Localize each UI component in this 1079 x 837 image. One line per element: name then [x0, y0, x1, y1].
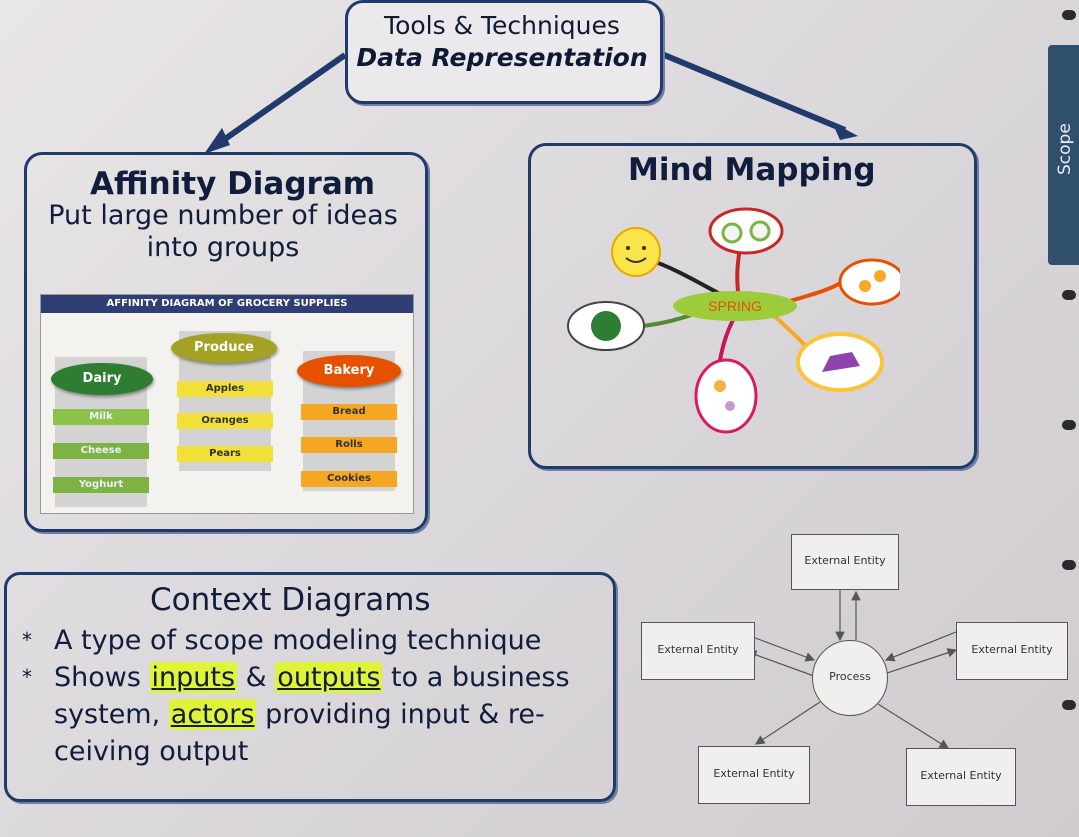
binder-ring [1062, 700, 1076, 710]
highlight-inputs: inputs [149, 662, 238, 693]
bullet-2-line-2-pre: system, [54, 699, 161, 730]
bakery-item: Cookies [301, 471, 397, 487]
affinity-chart-title: AFFINITY DIAGRAM OF GROCERY SUPPLIES [41, 295, 413, 313]
produce-item: Apples [177, 381, 273, 397]
external-entity-bottom-left: External Entity [698, 746, 810, 804]
mind-map-center-label: SPRING [708, 298, 762, 314]
bullet-2-line-2: system, actors providing input & re- [22, 696, 570, 733]
highlight-actors: actors [168, 699, 257, 730]
dairy-group-label: Dairy [51, 363, 153, 395]
highlight-outputs: outputs [275, 662, 383, 693]
bullet-2-line-3-text: ceiving output [54, 736, 249, 767]
affinity-heading: Affinity Diagram [90, 166, 376, 202]
bullet-2: * Shows inputs & outputs to a business [22, 659, 570, 696]
dairy-item: Milk [53, 409, 149, 425]
side-tab-label: Scope [1055, 123, 1075, 175]
context-heading: Context Diagrams [150, 582, 431, 618]
external-entity-right: External Entity [956, 622, 1068, 680]
title-banner [345, 0, 663, 104]
affinity-subtitle-line-2: into groups [146, 232, 300, 263]
context-bullets: * A type of scope modeling technique * S… [22, 622, 570, 770]
bullet-1-text: A type of scope modeling technique [54, 625, 542, 656]
dairy-item: Yoghurt [53, 477, 149, 493]
binder-ring [1062, 420, 1076, 430]
bullet-2-post: to a business [391, 662, 570, 693]
external-entity-top: External Entity [791, 534, 899, 590]
dairy-item: Cheese [53, 443, 149, 459]
mind-mapping-heading: Mind Mapping [628, 152, 876, 188]
produce-item: Pears [177, 446, 273, 462]
mind-map-illustration: SPRING [567, 207, 900, 434]
produce-item: Oranges [177, 413, 273, 429]
bullet-2-line-3: ceiving output [22, 733, 570, 770]
external-entity-left: External Entity [641, 622, 755, 680]
bullet-2-pre: Shows [54, 662, 141, 693]
bullet-2-amp: & [245, 662, 267, 693]
binder-ring [1062, 10, 1076, 20]
banner-line-1: Tools & Techniques [384, 11, 620, 40]
external-entity-bottom-right: External Entity [906, 748, 1016, 806]
bullet-star-icon: * [22, 665, 32, 689]
binder-ring [1062, 560, 1076, 570]
bullet-1: * A type of scope modeling technique [22, 622, 570, 659]
banner-line-2: Data Representation [356, 43, 648, 72]
side-tab[interactable] [1048, 45, 1079, 265]
bakery-group-label: Bakery [297, 355, 401, 387]
produce-group-label: Produce [171, 333, 277, 363]
affinity-subtitle: Put large number of ideas into groups [34, 200, 412, 264]
process-node: Process [812, 640, 888, 716]
banner-text: Tools & Techniques Data Representation [352, 10, 652, 74]
binder-ring [1062, 290, 1076, 300]
bakery-item: Rolls [301, 437, 397, 453]
affinity-diagram-panel [24, 152, 428, 532]
context-diagrams-panel [4, 572, 616, 802]
mind-mapping-panel [528, 143, 977, 469]
bullet-2-line-2-post: providing input & re- [265, 699, 545, 730]
bullet-star-icon: * [22, 628, 32, 652]
bakery-item: Bread [301, 404, 397, 420]
affinity-chart: AFFINITY DIAGRAM OF GROCERY SUPPLIES Dai… [40, 294, 414, 514]
affinity-subtitle-line-1: Put large number of ideas [48, 200, 398, 231]
